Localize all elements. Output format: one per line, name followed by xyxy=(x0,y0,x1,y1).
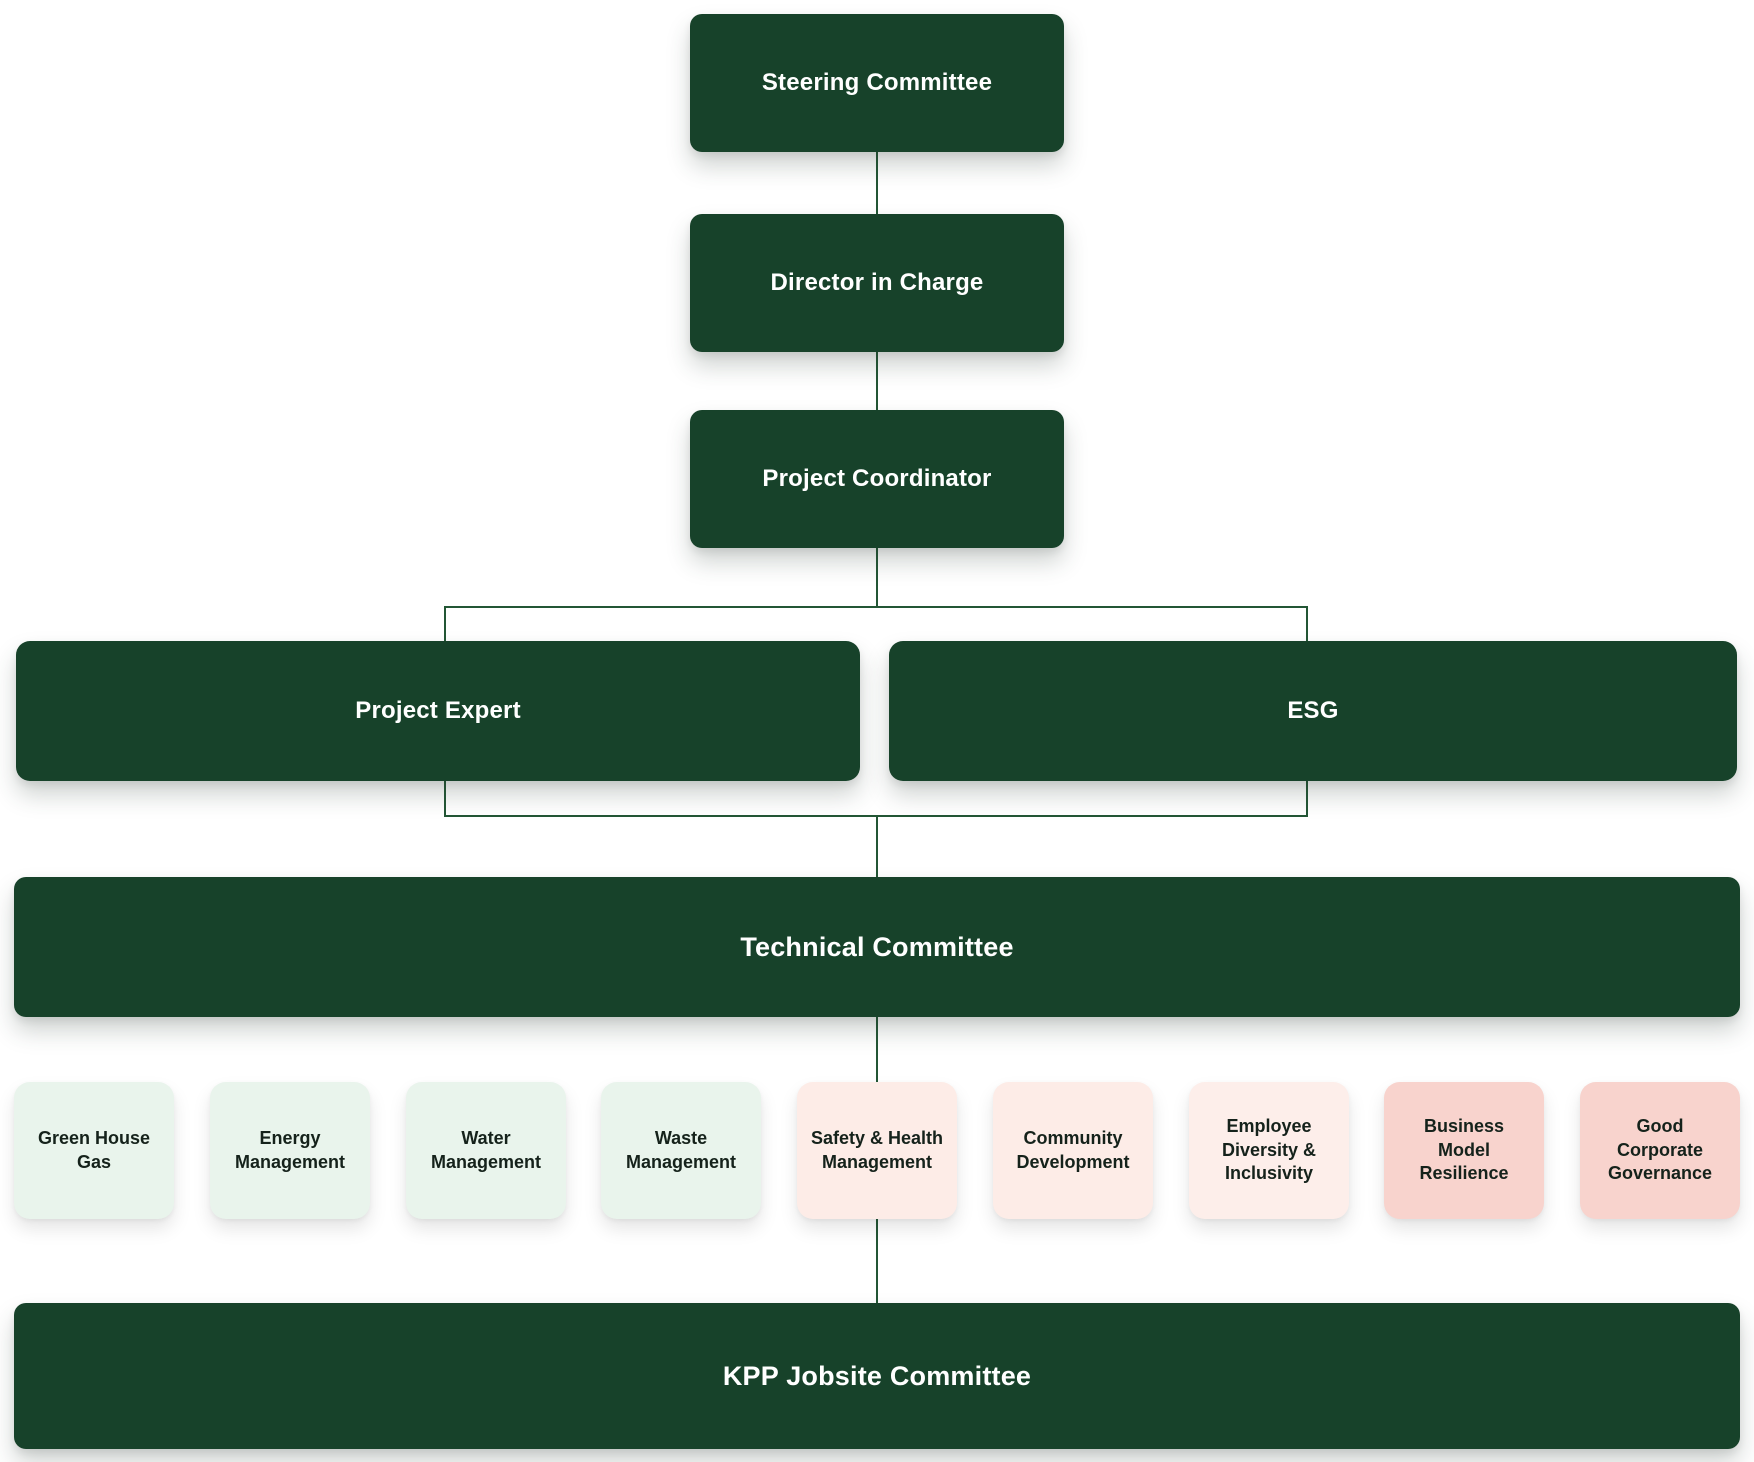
node-esg: ESG xyxy=(889,641,1737,781)
node-technical-committee: Technical Committee xyxy=(14,877,1740,1017)
node-esg-label: ESG xyxy=(1287,697,1339,724)
node-safety-health-management: Safety & Health Management xyxy=(797,1082,957,1219)
node-community-development: Community Development xyxy=(993,1082,1153,1219)
bracket-bottom-rise-right xyxy=(1306,781,1308,817)
node-business-model-resilience: Business Model Resilience xyxy=(1384,1082,1544,1219)
node-water-management-label: Water Management xyxy=(430,1127,542,1172)
connector-steering-director xyxy=(876,152,878,214)
node-project-coordinator-label: Project Coordinator xyxy=(762,465,992,492)
node-project-expert-label: Project Expert xyxy=(355,697,521,724)
node-director-in-charge-label: Director in Charge xyxy=(770,269,984,296)
bracket-top-horizontal xyxy=(444,606,1308,608)
node-safety-health-management-label: Safety & Health Management xyxy=(810,1127,944,1172)
node-water-management: Water Management xyxy=(406,1082,566,1219)
connector-coordinator-bracket xyxy=(876,548,878,608)
node-employee-diversity-inclusivity: Employee Diversity & Inclusivity xyxy=(1189,1082,1349,1219)
connector-director-coordinator xyxy=(876,352,878,410)
node-director-in-charge: Director in Charge xyxy=(690,214,1064,352)
node-steering-committee: Steering Committee xyxy=(690,14,1064,152)
node-energy-management-label: Energy Management xyxy=(234,1127,346,1172)
node-waste-management: Waste Management xyxy=(601,1082,761,1219)
node-project-coordinator: Project Coordinator xyxy=(690,410,1064,548)
node-green-house-gas-label: Green House Gas xyxy=(37,1127,151,1172)
bracket-top-drop-right xyxy=(1306,606,1308,641)
bracket-bottom-rise-left xyxy=(444,781,446,817)
node-energy-management: Energy Management xyxy=(210,1082,370,1219)
node-green-house-gas: Green House Gas xyxy=(14,1082,174,1219)
connector-subrow-jobsite xyxy=(876,1219,878,1303)
node-project-expert: Project Expert xyxy=(16,641,860,781)
node-good-corporate-governance-label: Good Corporate Governance xyxy=(1607,1115,1713,1184)
node-waste-management-label: Waste Management xyxy=(625,1127,737,1172)
node-kpp-jobsite-committee-label: KPP Jobsite Committee xyxy=(722,1360,1032,1391)
node-good-corporate-governance: Good Corporate Governance xyxy=(1580,1082,1740,1219)
node-business-model-resilience-label: Business Model Resilience xyxy=(1419,1115,1509,1184)
node-steering-committee-label: Steering Committee xyxy=(761,69,993,96)
node-community-development-label: Community Development xyxy=(1016,1127,1130,1172)
node-employee-diversity-inclusivity-label: Employee Diversity & Inclusivity xyxy=(1221,1115,1317,1184)
node-technical-committee-label: Technical Committee xyxy=(740,931,1014,962)
connector-technical-subrow xyxy=(876,1017,878,1082)
connector-bracket-technical xyxy=(876,815,878,877)
node-kpp-jobsite-committee: KPP Jobsite Committee xyxy=(14,1303,1740,1449)
bracket-top-drop-left xyxy=(444,606,446,641)
